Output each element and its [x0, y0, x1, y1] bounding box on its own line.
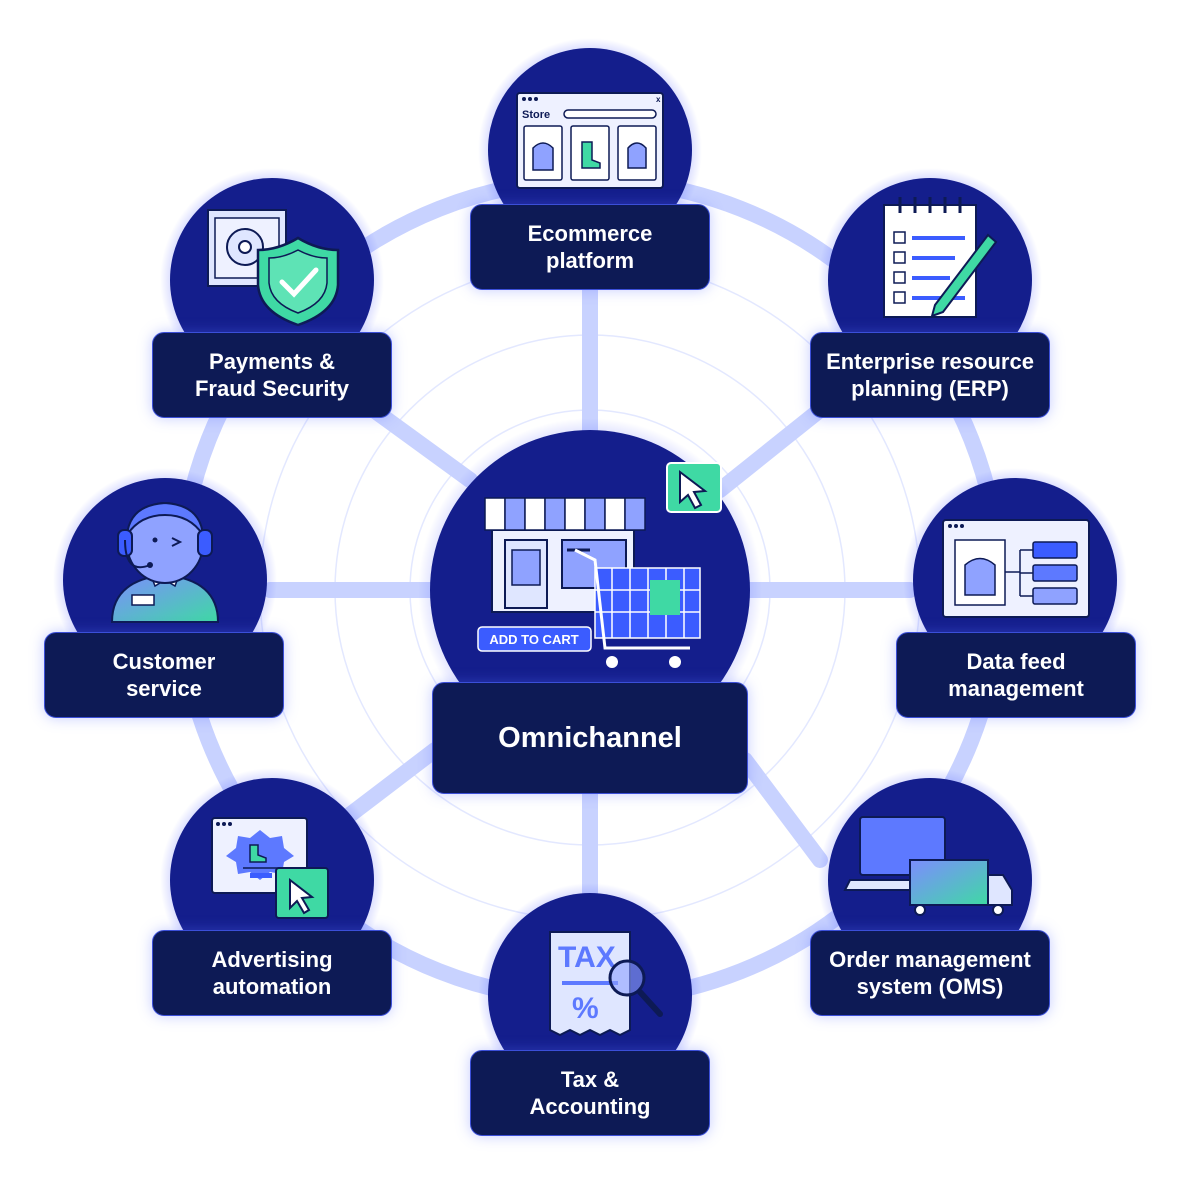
laptop-truck-icon [843, 816, 1013, 916]
label-line: planning (ERP) [851, 376, 1009, 401]
node-payments-label: Payments & Fraud Security [152, 332, 392, 418]
tax-receipt-icon: TAX % [549, 931, 663, 1037]
label-line: Advertising [211, 947, 333, 972]
label-line: system (OMS) [856, 974, 1004, 999]
label-line: Accounting [529, 1094, 651, 1119]
percent-text: % [572, 992, 599, 1025]
advertising-icon [211, 817, 329, 919]
label-line: platform [546, 248, 634, 273]
safe-shield-icon [207, 209, 340, 327]
center-omnichannel-label: Omnichannel [432, 682, 748, 794]
label-line: Tax & [560, 1067, 620, 1092]
store-window-icon: x Store [516, 92, 664, 189]
node-oms-label: Order management system (OMS) [810, 930, 1050, 1016]
label-line: management [948, 676, 1084, 701]
label-line: Data feed [966, 649, 1066, 674]
node-tax-label: Tax & Accounting [470, 1050, 710, 1136]
label-line: Enterprise resource [826, 349, 1034, 374]
label-line: Order management [829, 947, 1031, 972]
label-line: automation [212, 974, 332, 999]
store-label: Store [522, 109, 550, 121]
add-to-cart-button: ADD TO CART [489, 632, 578, 647]
label-line: Fraud Security [194, 376, 350, 401]
node-erp-label: Enterprise resource planning (ERP) [810, 332, 1050, 418]
node-ecommerce-label: Ecommerce platform [470, 204, 710, 290]
tax-text: TAX [558, 941, 616, 974]
svg-text:x: x [656, 95, 661, 104]
node-advertising-label: Advertising automation [152, 930, 392, 1016]
label-line: Payments & [209, 349, 335, 374]
label-line: service [126, 676, 202, 701]
label-line: Ecommerce [527, 221, 653, 246]
node-datafeed-label: Data feed management [896, 632, 1136, 718]
label-line: Customer [112, 649, 216, 674]
center-title: Omnichannel [498, 721, 682, 754]
storefront-cart-icon: ADD TO CART [477, 462, 722, 668]
node-customer-label: Customer service [44, 632, 284, 718]
customer-service-agent-icon [110, 501, 220, 623]
checklist-icon [883, 197, 998, 318]
data-feed-icon [942, 519, 1090, 618]
